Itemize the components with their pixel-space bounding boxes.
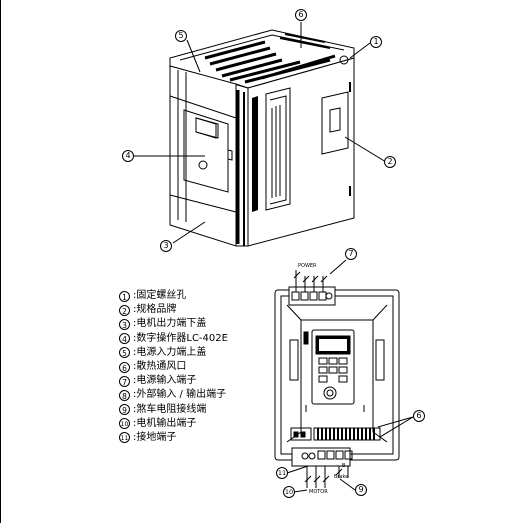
legend-item: 10:电机输出端子 [119, 417, 228, 431]
legend-item: 4:数字操作器LC-402E [119, 332, 228, 346]
legend-text: :散热通风口 [133, 360, 187, 372]
callout-6-top: 6 [295, 9, 307, 21]
legend-text: :电机出力端下盖 [133, 318, 207, 330]
callout-2: 2 [384, 156, 396, 168]
callout-7: 7 [345, 248, 357, 260]
power-label: POWER [298, 263, 317, 269]
callout-11: 11 [276, 467, 288, 479]
legend-item: 5:电源入力端上盖 [119, 346, 228, 360]
legend-number: 1 [119, 290, 130, 302]
callout-9: 9 [355, 484, 367, 496]
legend-item: 11:接地端子 [119, 431, 228, 445]
legend-item: 7:电源输入端子 [119, 374, 228, 388]
callout-4: 4 [122, 150, 134, 162]
legend-number: 7 [119, 375, 130, 387]
legend-item: 1:固定螺丝孔 [119, 289, 228, 303]
legend-text: :规格品牌 [133, 304, 177, 316]
component-legend: 1:固定螺丝孔 2:规格品牌 3:电机出力端下盖 4:数字操作器LC-402E … [119, 289, 228, 445]
legend-number: 11 [119, 432, 130, 444]
inverter-3d-view [169, 29, 355, 247]
brake-label: Brake [334, 474, 349, 480]
legend-text: :数字操作器LC-402E [133, 332, 228, 344]
page-left-border [0, 0, 1, 523]
legend-number: 4 [119, 333, 130, 345]
legend-number: 6 [119, 361, 130, 373]
legend-item: 3:电机出力端下盖 [119, 317, 228, 331]
legend-number: 9 [119, 404, 130, 416]
legend-number: 2 [119, 304, 130, 316]
legend-text: :外部输入 / 输出端子 [133, 389, 227, 401]
legend-item: 8:外部输入 / 输出端子 [119, 388, 228, 402]
brake-b-label: B [342, 463, 346, 469]
legend-text: :电源入力端上盖 [133, 346, 207, 358]
callout-3: 3 [160, 240, 172, 252]
legend-text: :固定螺丝孔 [133, 290, 187, 301]
inverter-front-view [274, 270, 400, 488]
callout-10: 10 [283, 486, 295, 498]
legend-number: 8 [119, 389, 130, 401]
legend-number: 3 [119, 318, 130, 330]
motor-label: MOTOR [309, 489, 328, 495]
callout-5: 5 [175, 30, 187, 42]
legend-item: 6:散热通风口 [119, 360, 228, 374]
legend-text: :电机输出端子 [133, 417, 197, 429]
legend-number: 10 [119, 418, 130, 430]
legend-item: 2:规格品牌 [119, 303, 228, 317]
legend-text: :接地端子 [133, 431, 177, 443]
callout-1: 1 [370, 36, 382, 48]
legend-text: :电源输入端子 [133, 375, 197, 387]
legend-text: :煞车电阻接线端 [133, 403, 207, 415]
legend-item: 9:煞车电阻接线端 [119, 403, 228, 417]
callout-6-bottom: 6 [413, 410, 425, 422]
legend-number: 5 [119, 347, 130, 359]
